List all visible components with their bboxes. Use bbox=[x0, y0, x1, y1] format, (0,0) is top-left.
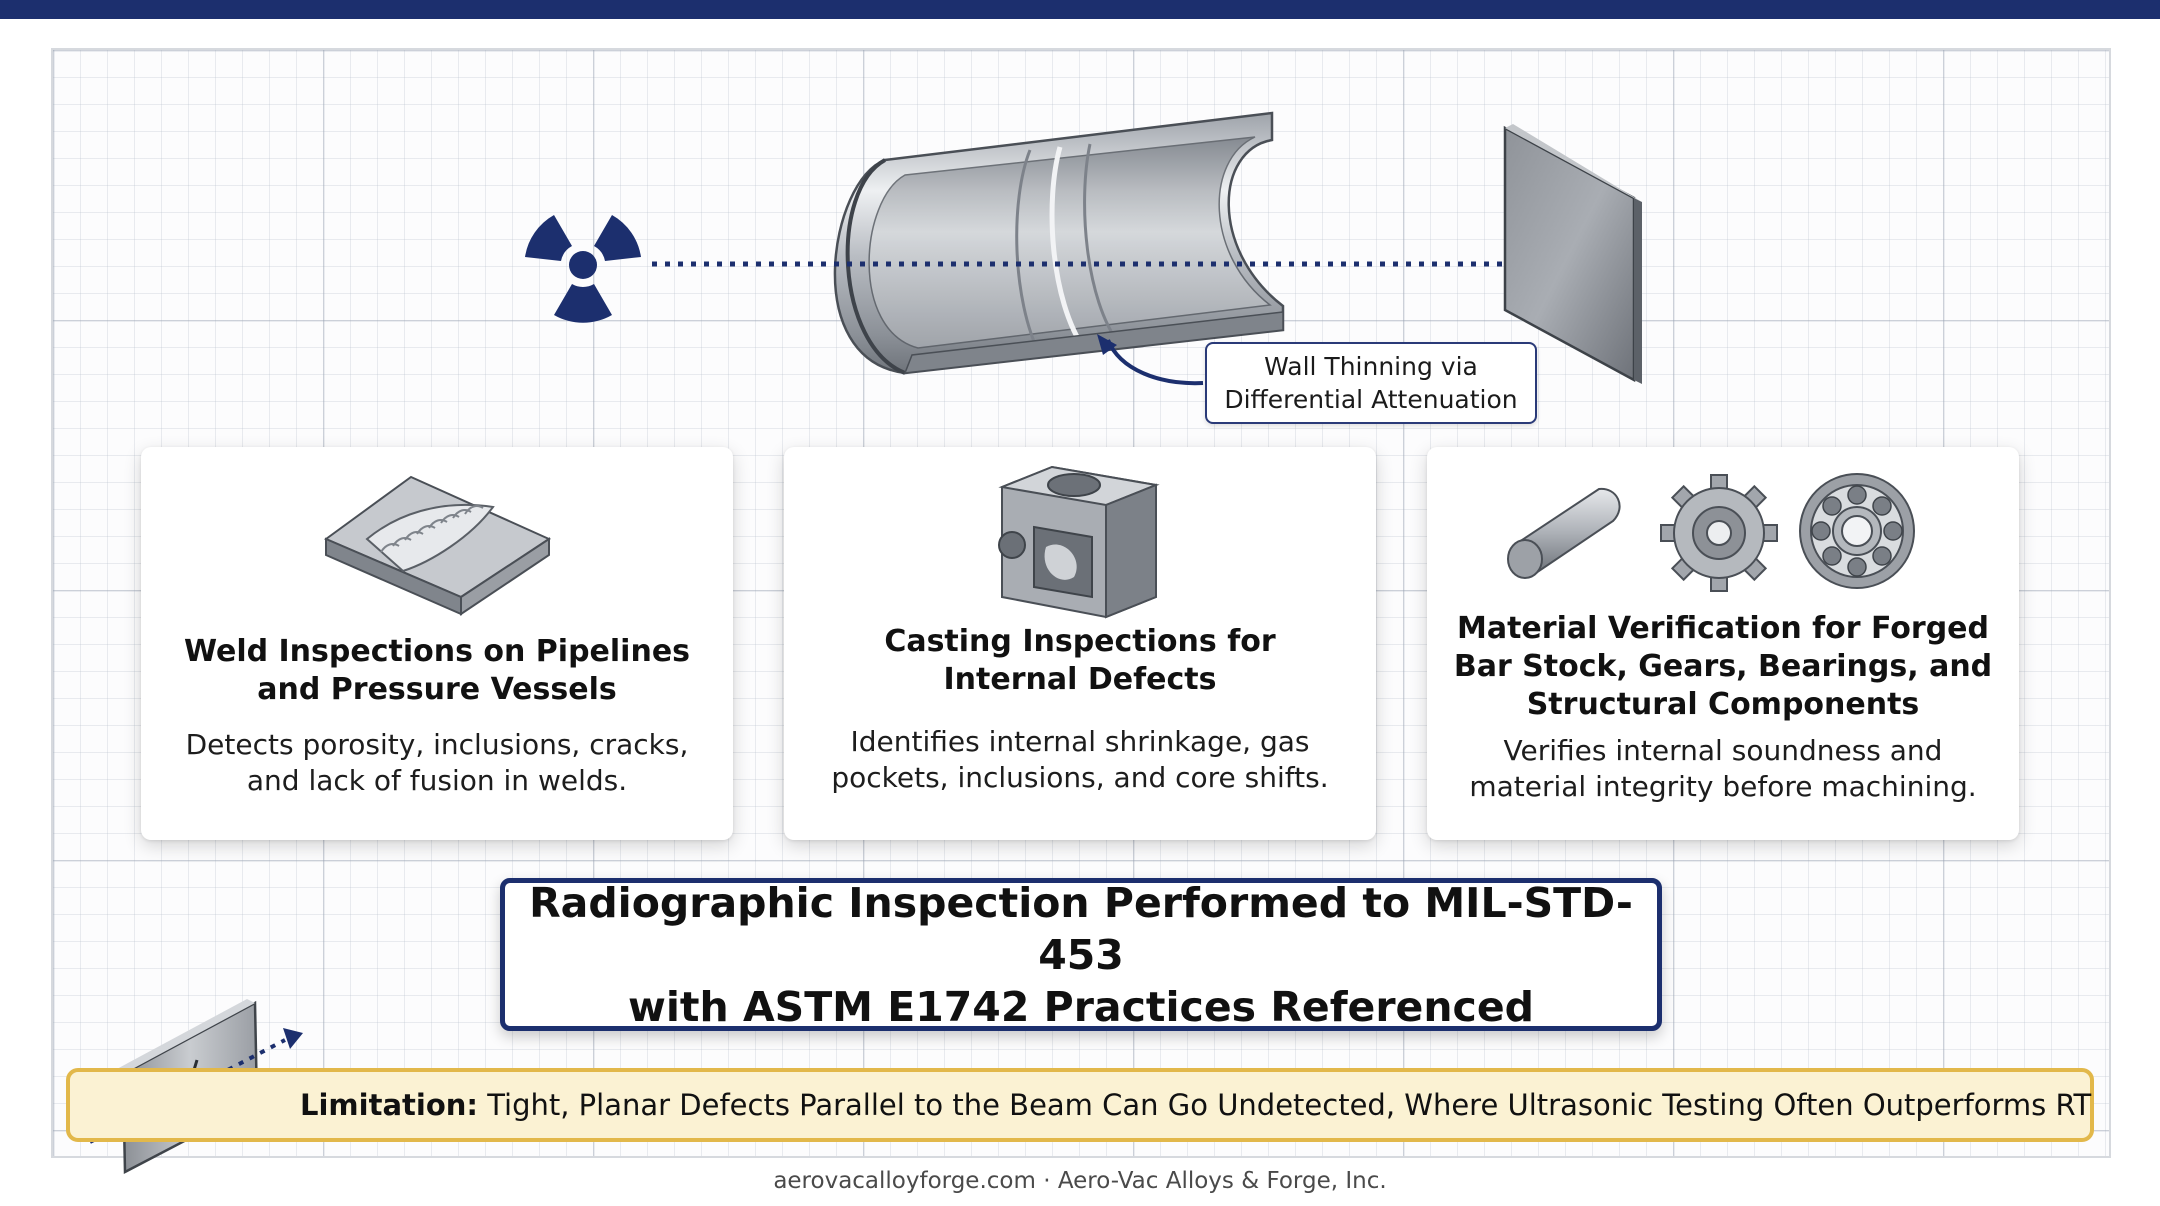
bar-stock-icon bbox=[1507, 487, 1621, 579]
weld-plate-icon bbox=[323, 475, 552, 616]
footer-credit: aerovacalloyforge.com · Aero-Vac Alloys … bbox=[773, 1168, 1387, 1194]
limitation-text: Tight, Planar Defects Parallel to the Be… bbox=[477, 1088, 2092, 1122]
pipe-section-illustration bbox=[833, 111, 1285, 375]
limitation-label: Limitation: bbox=[300, 1088, 478, 1122]
card-casting-inspections: Casting Inspections for Internal Defects… bbox=[784, 447, 1376, 840]
bearing-icon bbox=[1799, 473, 1915, 589]
card-weld-inspections: Weld Inspections on Pipelines and Pressu… bbox=[141, 447, 733, 840]
top-accent-bar bbox=[0, 0, 2160, 19]
card-weld-title: Weld Inspections on Pipelines and Pressu… bbox=[183, 634, 691, 707]
radiation-source-icon bbox=[525, 215, 641, 323]
card-casting-description: Identifies internal shrinkage, gas pocke… bbox=[831, 725, 1329, 794]
card-casting-title: Casting Inspections for Internal Defects bbox=[884, 624, 1276, 697]
detector-plate-illustration bbox=[1503, 124, 1642, 384]
callout-arrowhead bbox=[1097, 334, 1117, 355]
standard-banner: Radiographic Inspection Performed to MIL… bbox=[500, 878, 1662, 1031]
wall-thinning-callout: Wall Thinning via Differential Attenuati… bbox=[1205, 342, 1537, 424]
planar-defect-arrowhead bbox=[283, 1028, 303, 1049]
card-material-verification: Material Verification for Forged Bar Sto… bbox=[1427, 447, 2019, 840]
card-weld-description: Detects porosity, inclusions, cracks, an… bbox=[185, 728, 689, 797]
card-material-title: Material Verification for Forged Bar Sto… bbox=[1453, 611, 1993, 722]
card-material-description: Verifies internal soundness and material… bbox=[1469, 734, 1977, 803]
callout-arrow bbox=[1106, 339, 1204, 386]
gear-icon bbox=[1660, 474, 1778, 592]
forged-parts-icons bbox=[1507, 473, 1915, 592]
casting-block-icon bbox=[998, 465, 1160, 619]
limitation-bar: Limitation: Tight, Planar Defects Parall… bbox=[66, 1068, 2094, 1142]
